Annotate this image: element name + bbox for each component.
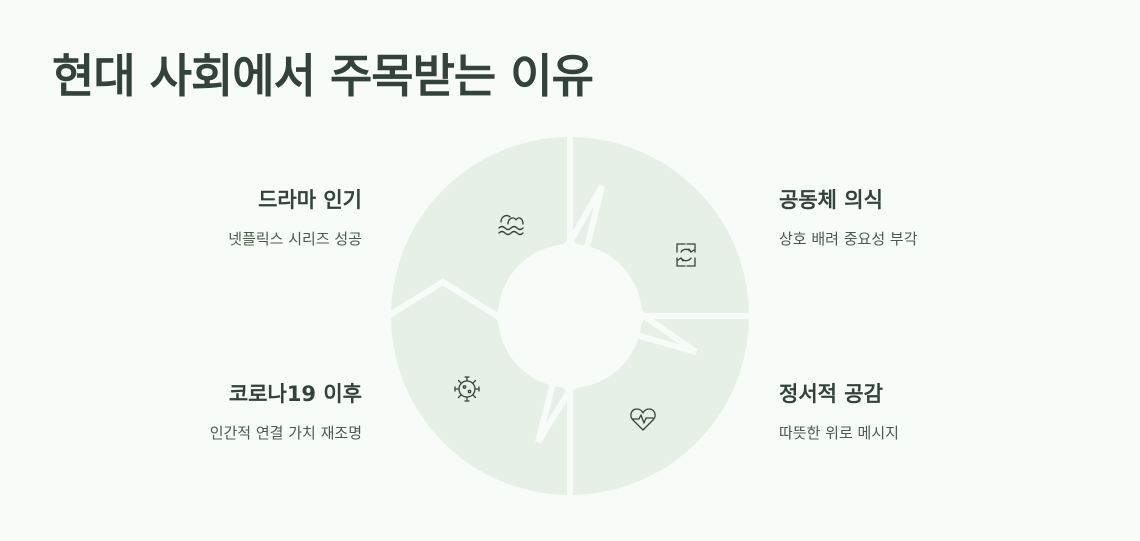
item-heading: 공동체 의식 bbox=[779, 188, 883, 212]
virus-icon bbox=[454, 376, 480, 402]
cycle-diagram bbox=[384, 126, 756, 502]
item-description: 넷플릭스 시리즈 성공 bbox=[228, 230, 362, 248]
page-title: 현대 사회에서 주목받는 이유 bbox=[52, 49, 594, 103]
item-drama-popularity: 드라마 인기 넷플릭스 시리즈 성공 bbox=[122, 184, 362, 249]
center-hole bbox=[498, 244, 642, 388]
item-heading: 드라마 인기 bbox=[258, 188, 362, 212]
waves-icon bbox=[498, 215, 524, 236]
item-description: 상호 배려 중요성 부각 bbox=[779, 230, 918, 248]
item-emotional-empathy: 정서적 공감 따뜻한 위로 메시지 bbox=[779, 378, 1019, 443]
item-community-awareness: 공동체 의식 상호 배려 중요성 부각 bbox=[779, 184, 1019, 249]
item-description: 따뜻한 위로 메시지 bbox=[779, 424, 899, 442]
heart-pulse-icon bbox=[630, 408, 656, 431]
item-heading: 코로나19 이후 bbox=[228, 382, 362, 406]
item-post-covid: 코로나19 이후 인간적 연결 가치 재조명 bbox=[122, 378, 362, 443]
item-heading: 정서적 공감 bbox=[779, 382, 883, 406]
item-description: 인간적 연결 가치 재조명 bbox=[209, 424, 362, 442]
refresh-arrows-icon bbox=[676, 243, 696, 267]
